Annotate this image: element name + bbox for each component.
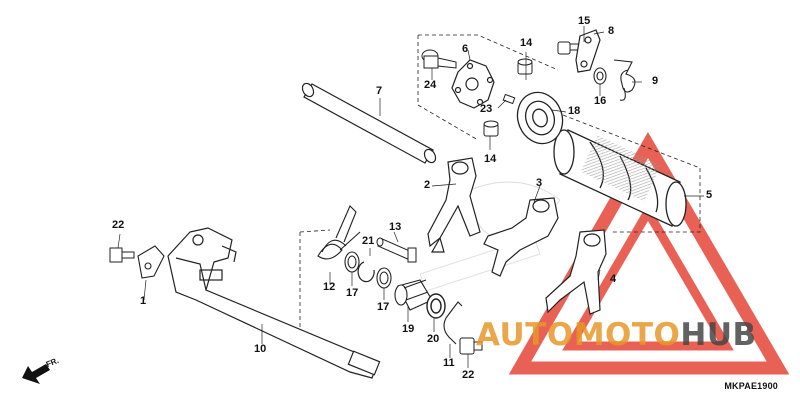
bearing-ring-20	[426, 293, 446, 319]
callout-3: 3	[536, 177, 543, 189]
shift-rod	[301, 82, 437, 164]
callout-5: 5	[706, 189, 713, 201]
callout-15: 15	[578, 15, 591, 27]
callout-22-left: 22	[112, 219, 125, 231]
pin	[376, 237, 417, 263]
drum-center-plate	[451, 59, 495, 109]
bolt-14-top	[517, 58, 533, 75]
callout-23: 23	[480, 103, 493, 115]
callout-2: 2	[424, 179, 431, 191]
bolt-24	[421, 49, 457, 69]
callout-7: 7	[376, 85, 383, 97]
bolt-14-bottom	[483, 120, 499, 137]
callout-18: 18	[568, 105, 581, 117]
washer-17-a	[344, 251, 360, 273]
callout-14-bottom: 14	[484, 153, 497, 165]
callout-17-b: 17	[377, 301, 390, 313]
callout-8: 8	[608, 25, 615, 37]
stopper-arm	[575, 29, 601, 73]
snap-ring	[357, 261, 375, 283]
shift-spindle	[167, 227, 381, 379]
callout-19: 19	[402, 323, 415, 335]
stopper-spring	[613, 59, 636, 101]
bolt-22-left	[109, 247, 135, 263]
washer-16	[593, 67, 607, 85]
callout-6: 6	[462, 43, 469, 55]
front-direction-arrow-icon	[22, 364, 50, 384]
needle-bearing	[394, 279, 433, 311]
leader-lines	[117, 26, 704, 368]
bolt-15	[557, 41, 581, 55]
watermark-text: AUTOMOTOHUB	[476, 320, 757, 351]
callout-17-a: 17	[346, 287, 359, 299]
shift-fork-2	[427, 157, 481, 253]
clip-11	[443, 301, 463, 345]
drum-bearing	[516, 91, 564, 145]
dowel-pin	[502, 93, 516, 105]
callout-1: 1	[140, 295, 147, 307]
callout-9: 9	[652, 75, 659, 87]
watermark-text-orange: AUTOMOTO	[476, 317, 681, 353]
callout-22-right: 22	[462, 369, 475, 381]
watermark-text-dark: HUB	[680, 317, 757, 353]
stopper-plate	[137, 245, 165, 279]
callout-21: 21	[362, 235, 375, 247]
shift-drum	[553, 129, 687, 227]
callout-14-top: 14	[520, 37, 533, 49]
callout-24: 24	[424, 79, 437, 91]
shift-fork-4	[545, 229, 607, 315]
bolt-22-right	[459, 337, 483, 355]
shift-fork-3	[483, 197, 559, 277]
callout-20: 20	[427, 333, 440, 345]
callout-13: 13	[389, 221, 402, 233]
callout-4: 4	[610, 273, 617, 285]
callout-10: 10	[254, 343, 267, 355]
callout-12: 12	[323, 281, 336, 293]
callout-11: 11	[443, 357, 455, 369]
callout-16: 16	[594, 95, 607, 107]
return-spring	[317, 205, 361, 260]
washer-17-b	[376, 267, 392, 289]
diagram-code: MKPAE1900	[724, 381, 778, 391]
